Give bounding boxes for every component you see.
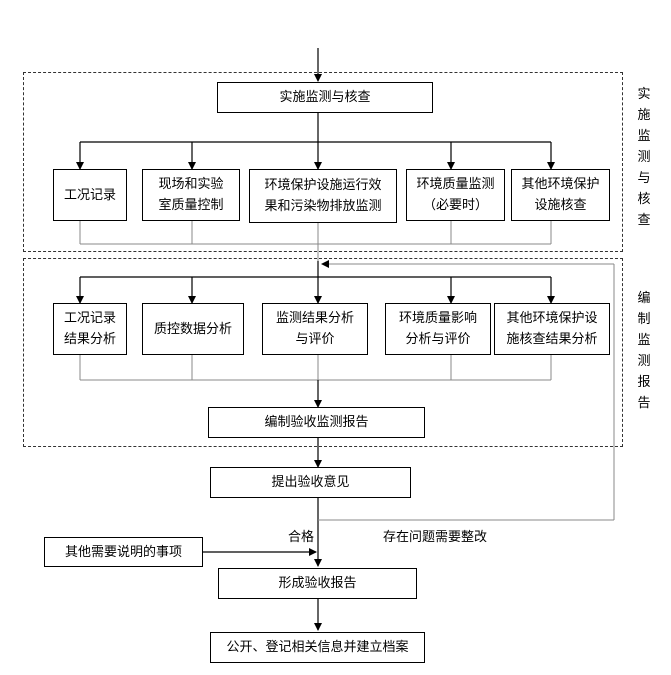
- issue-label: 存在问题需要整改: [383, 530, 488, 545]
- report-section: [23, 258, 623, 447]
- report-item-environment-impact: 环境质量影响分析与评价: [385, 303, 491, 355]
- implement-section: [23, 72, 623, 252]
- implement-item-environment-quality: 环境质量监测（必要时）: [406, 169, 505, 221]
- acceptance-report-box: 形成验收报告: [218, 568, 417, 599]
- implement-item-quality-control: 现场和实验室质量控制: [142, 169, 240, 221]
- final-archive-box: 公开、登记相关信息并建立档案: [210, 632, 425, 663]
- report-item-other-facility-result: 其他环境保护设施核查结果分析: [494, 303, 610, 355]
- report-item-qc-analysis: 质控数据分析: [142, 303, 244, 355]
- report-item-result-evaluation: 监测结果分析与评价: [262, 303, 368, 355]
- report-result-box: 编制验收监测报告: [208, 407, 425, 438]
- report-section-title: 编制监测报告: [637, 291, 651, 411]
- other-matters-box: 其他需要说明的事项: [44, 537, 203, 567]
- implement-section-title: 实施监测与核查: [637, 87, 651, 228]
- implement-item-other-facility: 其他环境保护设施核查: [511, 169, 610, 221]
- implement-item-condition-record: 工况记录: [53, 169, 127, 221]
- implement-item-facility-emission: 环境保护设施运行效果和污染物排放监测: [249, 169, 397, 223]
- opinion-box: 提出验收意见: [210, 467, 411, 498]
- report-item-condition-analysis: 工况记录结果分析: [53, 303, 127, 355]
- pass-label: 合格: [288, 530, 315, 545]
- implement-main-box: 实施监测与核查: [217, 82, 433, 113]
